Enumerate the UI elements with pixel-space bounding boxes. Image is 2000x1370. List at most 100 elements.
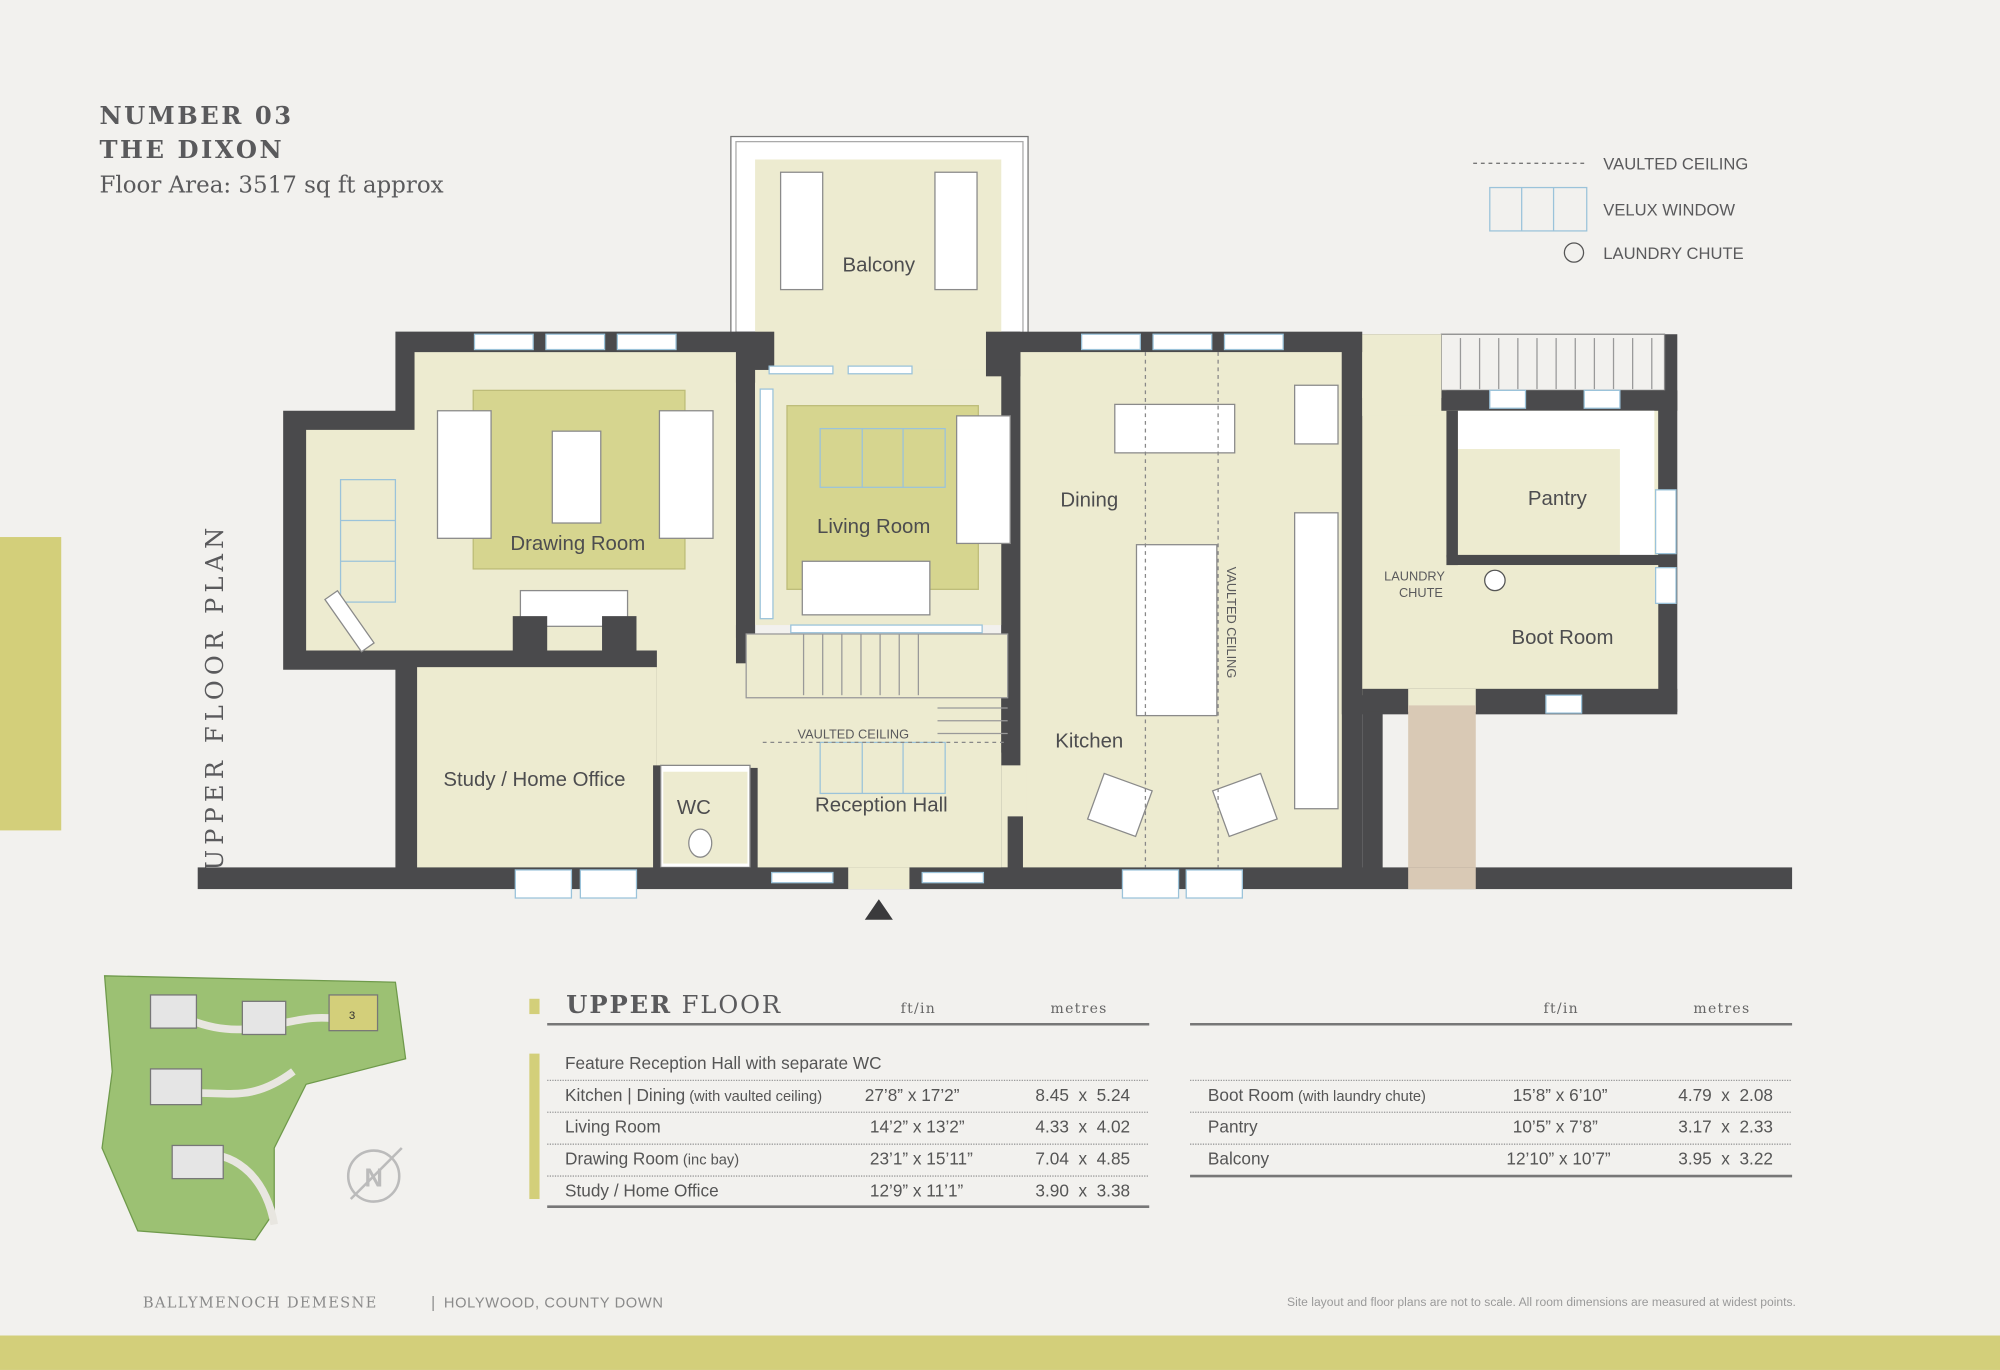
entrance-path [1408,705,1476,890]
col-ft-header: ft/in [901,1001,936,1017]
svg-text:3.90 x 3.38: 3.90 x 3.38 [1035,1180,1130,1200]
svg-text:3.95 x 3.22: 3.95 x 3.22 [1678,1149,1773,1169]
balcony-sofa [779,171,824,291]
vaulted-ceiling-hall-label: VAULTED CEILING [798,727,909,742]
toilet [688,828,713,858]
legend-velux-window: VELUX WINDOW [1603,201,1735,220]
bottom-accent-bar [0,1335,2000,1370]
pantry-floor [1457,449,1620,558]
room-label-kitchen: Kitchen [1055,731,1123,753]
svg-text:Balcony: Balcony [1208,1149,1270,1169]
table-row: Boot Room (with laundry chute) 15’8” x 6… [1208,1085,1773,1105]
dining-table [1114,403,1236,454]
laundry-chute-label-2: CHUTE [1399,585,1443,600]
svg-text:Study / Home Office: Study / Home Office [565,1180,719,1200]
legend: VAULTED CEILING VELUX WINDOW LAUNDRY CHU… [1473,155,1748,263]
table-row: Study / Home Office 12’9” x 11’1” 3.90 x… [565,1180,1130,1200]
svg-text:15’8” x 6’10”: 15’8” x 6’10” [1513,1085,1608,1105]
room-label-balcony: Balcony [843,255,916,277]
coffee-table [551,430,602,524]
laundry-chute-legend-icon [1563,242,1585,263]
header: NUMBER 03 THE DIXON Floor Area: 3517 sq … [99,101,443,199]
side-accent-bar [0,537,62,831]
svg-text:Drawing Room (inc bay): Drawing Room (inc bay) [565,1149,739,1169]
house-number: NUMBER 03 [99,101,293,130]
svg-text:12’9” x 11’1”: 12’9” x 11’1” [870,1180,964,1200]
study-floor [417,667,657,869]
armchair [1211,772,1278,838]
svg-text:Boot Room (with laundry chute): Boot Room (with laundry chute) [1208,1085,1426,1105]
development-name: BALLYMENOCH DEMESNE [143,1294,378,1311]
floor-plan: Balcony Drawing Room Living Room Dining … [197,135,1793,920]
compass-north-label: N [365,1164,383,1192]
armchair [1086,772,1153,838]
table-row: Kitchen | Dining (with vaulted ceiling) … [565,1085,1130,1105]
upper-floor-plan-label: UPPER FLOOR PLAN [201,523,229,871]
table-row: Balcony 12’10” x 10’7” 3.95 x 3.22 [1208,1149,1773,1169]
compass-icon: N [346,1147,403,1203]
col-m-header-right: metres [1693,1001,1750,1017]
floor-area: Floor Area: 3517 sq ft approx [99,173,443,199]
velux-window-living-room [819,427,946,488]
sofa [801,560,931,616]
sofa [658,410,714,539]
svg-text:14’2” x 13’2”: 14’2” x 13’2” [870,1117,965,1137]
balcony-sofa [934,171,978,291]
house-name: THE DIXON [99,135,284,164]
bay-seat [324,589,375,653]
svg-text:4.79 x 2.08: 4.79 x 2.08 [1678,1085,1773,1105]
svg-text:7.04 x 4.85: 7.04 x 4.85 [1035,1149,1130,1169]
velux-window-hall [819,741,946,795]
legend-laundry-chute: LAUNDRY CHUTE [1603,244,1743,263]
kitchen-island [1135,544,1218,717]
footer-separator: | [431,1294,435,1311]
disclaimer: Site layout and floor plans are not to s… [1287,1295,1796,1309]
room-label-reception-hall: Reception Hall [815,794,948,816]
col-m-header: metres [1051,1001,1108,1017]
front-wall [197,867,1793,890]
location: HOLYWOOD, COUNTY DOWN [444,1295,664,1311]
vaulted-ceiling-kitchen-label: VAULTED CEILING [1224,567,1239,678]
table-row: Pantry 10’5” x 7’8” 3.17 x 2.33 [1208,1117,1773,1137]
feature-note: Feature Reception Hall with separate WC [565,1053,882,1073]
svg-text:Living Room: Living Room [565,1117,661,1137]
room-label-drawing-room: Drawing Room [510,533,645,555]
table-row: Drawing Room (inc bay) 23’1” x 15’11” 7.… [565,1149,1130,1169]
svg-text:27’8” x 17’2”: 27’8” x 17’2” [865,1085,960,1105]
internal-stairs [745,338,1653,735]
svg-text:23’1” x 15’11”: 23’1” x 15’11” [870,1149,973,1169]
svg-text:4.33 x 4.02: 4.33 x 4.02 [1035,1117,1130,1137]
velux-window-drawing-room [339,479,397,603]
sofa [955,415,1011,545]
fridge [1294,384,1339,445]
kitchen-counter [1294,512,1339,810]
svg-text:Kitchen | Dining (with vaulted: Kitchen | Dining (with vaulted ceiling) [565,1085,822,1105]
table-title: UPPER FLOOR [566,990,782,1019]
windows [473,333,1677,899]
table-row: Living Room 14’2” x 13’2” 4.33 x 4.02 [565,1117,1130,1137]
footer: BALLYMENOCH DEMESNE | HOLYWOOD, COUNTY D… [143,1294,1796,1311]
room-label-living-room: Living Room [817,516,930,538]
highlighted-plot [328,994,379,1032]
laundry-chute-label-1: LAUNDRY [1384,568,1445,583]
svg-text:10’5” x 7’8”: 10’5” x 7’8” [1513,1117,1598,1137]
svg-text:Pantry: Pantry [1208,1117,1258,1137]
svg-text:3.17 x 2.33: 3.17 x 2.33 [1678,1117,1773,1137]
site-plan-thumbnail: 3 [101,975,407,1241]
room-label-pantry: Pantry [1528,488,1588,510]
legend-vaulted-ceiling: VAULTED CEILING [1603,155,1748,174]
room-label-wc: WC [677,797,711,819]
entrance-arrow-icon [864,899,893,920]
room-dimensions-table: UPPER FLOOR ft/in metres ft/in metres Fe… [529,990,1793,1208]
room-label-dining: Dining [1060,489,1118,511]
room-label-study: Study / Home Office [443,769,625,791]
svg-text:12’10” x 10’7”: 12’10” x 10’7” [1506,1149,1611,1169]
sofa [436,410,492,539]
living-room-rug [786,405,979,590]
svg-text:8.45 x 5.24: 8.45 x 5.24 [1035,1085,1130,1105]
col-ft-header-right: ft/in [1544,1001,1579,1017]
external-stairs [1440,333,1666,391]
velux-window-legend-icon [1489,186,1588,232]
laundry-chute-icon [1484,569,1506,592]
